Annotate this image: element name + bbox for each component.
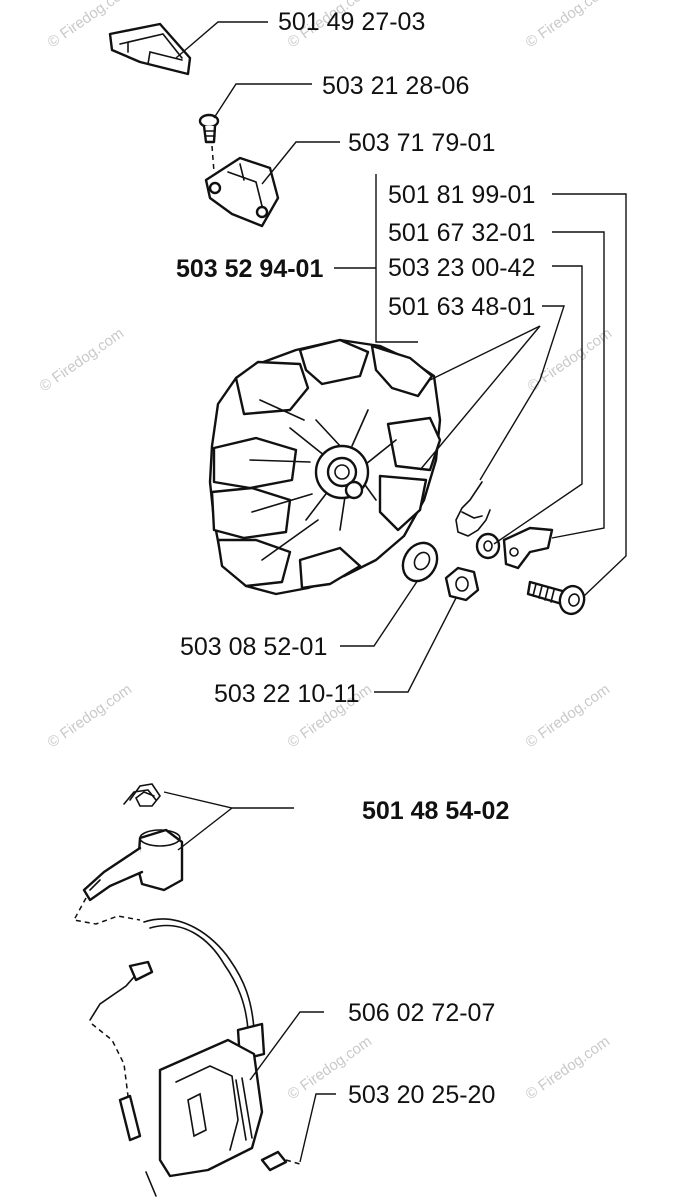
watermark: © Firedog.com <box>523 1033 614 1103</box>
part-number-label: 503 71 79-01 <box>348 129 495 157</box>
part-number-label: 501 63 48-01 <box>388 293 535 321</box>
part-number-label: 503 21 28-06 <box>322 72 469 100</box>
watermark: © Firedog.com <box>523 681 614 751</box>
screw-part <box>198 113 220 144</box>
part-number-label: 503 08 52-01 <box>180 633 327 661</box>
part-number-label: 503 52 94-01 <box>176 255 323 283</box>
lead-guide-line <box>72 897 141 925</box>
bolt-part <box>526 580 586 616</box>
watermark: © Firedog.com <box>45 681 136 751</box>
leader-lines <box>163 21 627 1163</box>
screw-guide-line-2 <box>285 1159 301 1165</box>
screw-guide-line <box>211 145 215 173</box>
nut-part <box>444 566 480 602</box>
ignition-module-part <box>89 918 288 1197</box>
part-number-label: 501 49 27-03 <box>278 8 425 36</box>
pawl-part <box>502 526 554 570</box>
part-number-label: 501 48 54-02 <box>362 797 509 825</box>
watermark: © Firedog.com <box>525 325 616 395</box>
flywheel-part <box>208 338 442 596</box>
washer-part <box>401 541 439 583</box>
spring-part <box>455 481 491 537</box>
part-number-label: 501 81 99-01 <box>388 181 535 209</box>
part-number-label: 503 20 25-20 <box>348 1081 495 1109</box>
mount-bracket-part <box>204 156 280 228</box>
part-number-label: 506 02 72-07 <box>348 999 495 1027</box>
spark-plug-boot-part <box>82 783 184 902</box>
part-labels: 501 49 27-03 503 21 28-06 503 71 79-01 5… <box>176 8 535 1109</box>
part-number-label: 503 22 10-11 <box>214 680 360 708</box>
bracket-clip-part <box>108 22 192 76</box>
watermark: © Firedog.com <box>523 0 614 51</box>
watermark: © Firedog.com <box>37 325 128 395</box>
part-number-label: 503 23 00-42 <box>388 254 535 282</box>
small-washer-part <box>475 532 501 560</box>
part-number-label: 501 67 32-01 <box>388 219 535 247</box>
